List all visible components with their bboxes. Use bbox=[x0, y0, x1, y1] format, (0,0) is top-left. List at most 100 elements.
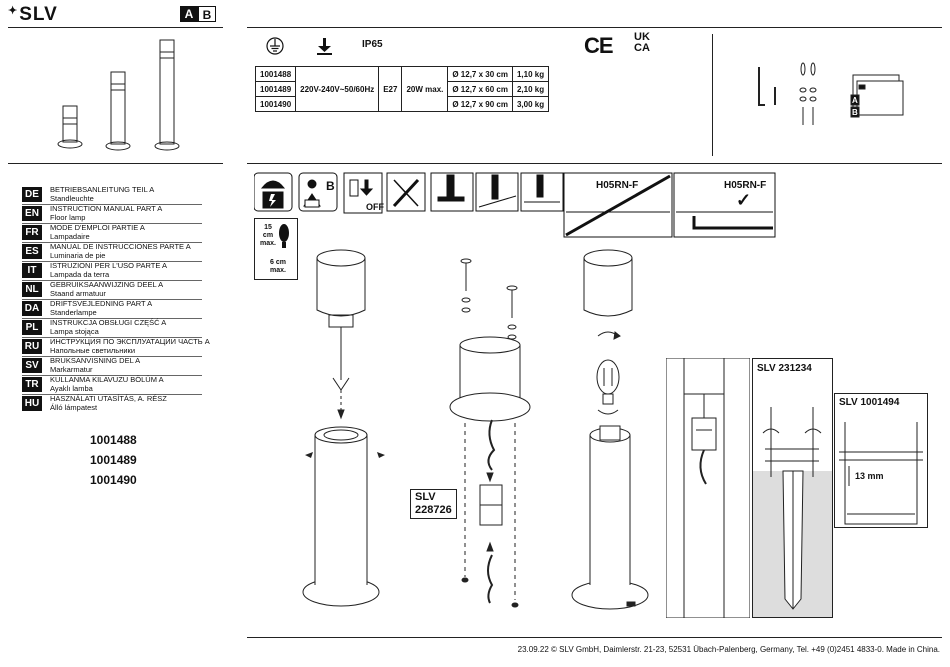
lang-title: MANUAL DE INSTRUCCIONES PARTE A bbox=[50, 242, 191, 251]
lang-code: TR bbox=[22, 377, 42, 392]
lang-code: DA bbox=[22, 301, 42, 316]
spike-label: SLV 231234 bbox=[757, 363, 812, 374]
ukca-mark: UK CA bbox=[634, 32, 650, 54]
lang-title: BRUKSANVISNING DEL A bbox=[50, 356, 141, 365]
lang-code: EN bbox=[22, 206, 42, 221]
article-cell: 1001490 bbox=[254, 96, 297, 112]
connector-brand: SLV bbox=[415, 491, 436, 503]
lang-code: SV bbox=[22, 358, 42, 373]
lang-product: Luminaria de pie bbox=[50, 251, 106, 260]
lang-code: DE bbox=[22, 187, 42, 202]
divider bbox=[247, 27, 942, 28]
product-lineup-illustration bbox=[57, 39, 180, 151]
install-step-fix-base bbox=[449, 258, 531, 608]
brand-logo: ✦SLV bbox=[8, 4, 58, 25]
filament-bulb-icon bbox=[596, 359, 620, 395]
anchor-label: SLV 1001494 bbox=[839, 397, 900, 408]
base-small bbox=[57, 139, 83, 149]
lang-product: Lampadaire bbox=[50, 232, 90, 241]
base-medium bbox=[105, 141, 131, 151]
lang-product: Markarmatur bbox=[50, 365, 93, 374]
cable-label-wrong: H05RN-F bbox=[596, 180, 638, 191]
divider bbox=[8, 163, 223, 164]
divider bbox=[8, 27, 223, 28]
power-off-icon bbox=[343, 172, 383, 214]
cable-trench-correct-icon bbox=[673, 172, 776, 238]
table-row: 1001488 220V-240V~50/60Hz E27 20W max. Ø… bbox=[254, 66, 550, 112]
symbols-row bbox=[266, 37, 332, 55]
install-step-insert-head bbox=[302, 249, 385, 607]
spec-table: 1001488 220V-240V~50/60Hz E27 20W max. Ø… bbox=[254, 66, 550, 112]
ukca-bottom: CA bbox=[634, 42, 650, 54]
table-row: 1001490 Ø 12,7 x 90 cm 3,00 kg bbox=[254, 96, 550, 112]
anchor-dimension: 13 mm bbox=[855, 471, 884, 481]
ukca-top: UK bbox=[634, 31, 650, 43]
article-number: 1001489 bbox=[90, 453, 137, 467]
distance-top-value: 15 bbox=[264, 224, 272, 231]
weight-cell: 1,10 kg bbox=[511, 66, 550, 82]
anchor-screws-icon bbox=[799, 62, 817, 125]
anchor-illustration bbox=[839, 422, 923, 525]
distance-bottom-suffix: max. bbox=[270, 267, 286, 274]
lang-product: Standerlampe bbox=[50, 308, 97, 317]
lang-product: Lampa stojąca bbox=[50, 327, 99, 336]
bollard-90cm bbox=[159, 39, 175, 145]
lang-title: HASZNÁLATI UTASÍTÁS, A. RÉSZ bbox=[50, 394, 167, 403]
divider bbox=[247, 637, 942, 638]
distance-box: 15 cm max. 6 cm max. bbox=[254, 218, 298, 280]
included-parts-illustration: A B bbox=[758, 62, 904, 125]
weight-cell: 2,10 kg bbox=[511, 81, 550, 97]
mount-ground-icon bbox=[520, 172, 564, 212]
lang-code: PL bbox=[22, 320, 42, 335]
socket-cell: E27 bbox=[378, 66, 403, 112]
lang-code: FR bbox=[22, 225, 42, 240]
brand-name: SLV bbox=[19, 4, 58, 25]
read-manual-icon bbox=[298, 172, 338, 212]
lang-title: DRIFTSVEJLEDNING PART A bbox=[50, 299, 153, 308]
connector-label: SLV 228726 bbox=[410, 489, 457, 519]
hex-key-icon bbox=[758, 67, 765, 106]
lang-title: MODE D'EMPLOI PARTIE A bbox=[50, 223, 145, 232]
lang-product: Staand armatuur bbox=[50, 289, 106, 298]
ground-spike-illustration bbox=[762, 407, 822, 610]
voltage-cell: 220V-240V~50/60Hz bbox=[295, 66, 380, 112]
part-indicator: A B bbox=[180, 6, 216, 22]
lang-product: Напольные светильники bbox=[50, 346, 136, 355]
base-large bbox=[154, 141, 180, 151]
manual-booklet-icon bbox=[850, 74, 904, 118]
lang-product: Álló lámpatest bbox=[50, 403, 98, 412]
article-number: 1001490 bbox=[90, 473, 137, 487]
ground-spike-panel: SLV 231234 bbox=[752, 358, 833, 618]
power-cell: 20W max. bbox=[401, 66, 449, 112]
booklet-b-label: B bbox=[852, 108, 858, 117]
lang-code: IT bbox=[22, 263, 42, 278]
install-step-insert-bulb bbox=[571, 249, 649, 610]
distance-bottom-value: 6 cm bbox=[270, 259, 286, 266]
lang-product: Lampada da terra bbox=[50, 270, 110, 279]
screw-icon bbox=[460, 258, 472, 313]
bollard-60cm bbox=[110, 71, 126, 145]
lang-product: Ayaklı lamba bbox=[50, 384, 93, 393]
cable-detail-panel bbox=[666, 358, 750, 618]
safety-icons-strip: B OFF H05RN-F H05RN-F ✓ bbox=[254, 172, 776, 238]
check-mark: ✓ bbox=[736, 190, 751, 210]
ce-mark: CE bbox=[584, 33, 614, 58]
divider bbox=[712, 34, 713, 156]
screw-icon bbox=[506, 285, 518, 340]
lang-title: GEBRUIKSAANWIJZING DEEL A bbox=[50, 280, 164, 289]
lang-product: Standleuchte bbox=[50, 194, 94, 203]
lang-title: INSTRUKCJA OBSŁUGI CZĘŚĆ A bbox=[50, 318, 167, 327]
lang-code: ES bbox=[22, 244, 42, 259]
lang-code: RU bbox=[22, 339, 42, 354]
anchor-panel: SLV 1001494 13 mm bbox=[834, 393, 928, 528]
lang-title: ИНСТРУКЦИЯ ПО ЭКСПЛУАТАЦИИ ЧАСТЬ А bbox=[50, 337, 210, 346]
dimension-cell: Ø 12,7 x 90 cm bbox=[447, 96, 513, 112]
